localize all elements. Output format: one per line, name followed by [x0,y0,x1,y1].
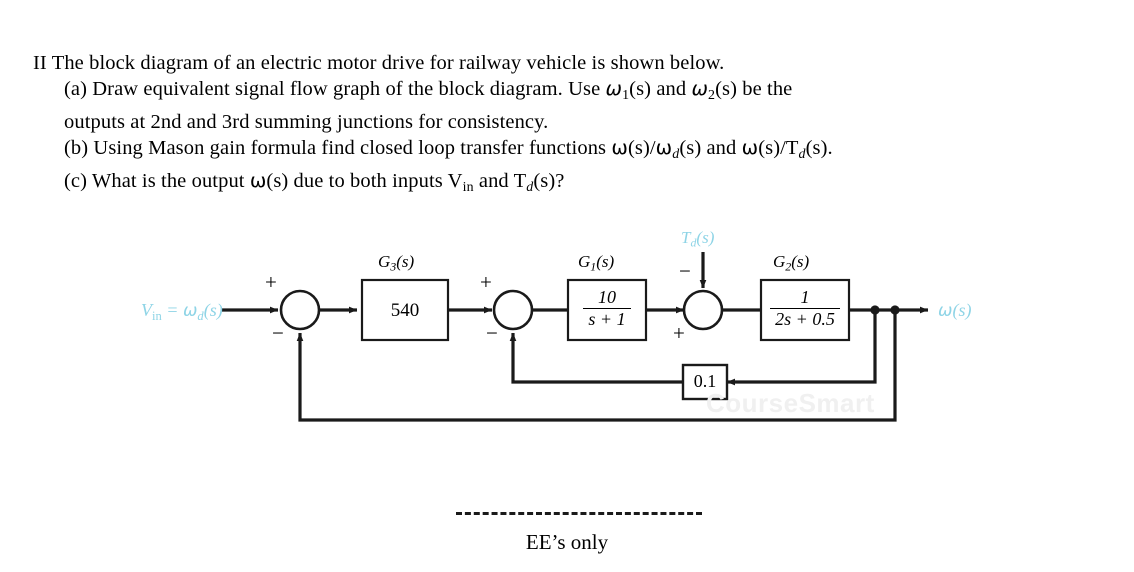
block-g1-denominator: s + 1 [583,308,631,329]
block-h [681,363,729,401]
problem-statement: II The block diagram of an electric moto… [33,50,1113,201]
block-g3 [360,278,450,342]
block-label-g1: G1(s) [578,252,615,274]
sum1-minus-sign: − [272,321,284,345]
block-diagram: Vin = ωd(s) ω(s) Td(s) G3(s) G1(s) G2(s)… [0,222,1134,462]
block-value-g3: 540 [390,300,420,321]
block-value-g1: 10 s + 1 [568,287,646,330]
sum1-plus-sign: + [265,270,277,294]
junction-dot-inner [870,305,880,315]
problem-line-part-a-1: (a) Draw equivalent signal flow graph of… [64,77,793,103]
block-label-g2: G2(s) [773,252,810,274]
block-g2-numerator: 1 [800,287,810,307]
diagram-output-label: ω(s) [938,300,972,321]
junction-dot-outer [890,305,900,315]
problem-line-intro: II The block diagram of an electric moto… [33,52,725,74]
wire-outer-feedback-to-sum1 [296,310,897,422]
summing-junction-1 [279,289,321,331]
summing-junction-2 [492,289,534,331]
footer-note: EE’s only [525,530,609,554]
problem-line-part-c: (c) What is the output ω(s) due to both … [64,168,565,195]
block-label-g3: G3(s) [378,252,415,274]
summing-junction-3 [682,289,724,331]
sum3-plus-sign: + [673,321,685,345]
diagram-input-label: Vin = ωd(s) [141,300,223,323]
footer-dashed-divider [456,512,702,515]
block-value-g2: 1 2s + 0.5 [761,287,849,330]
block-g1 [566,278,648,342]
sum3-minus-sign: − [679,259,691,283]
block-diagram-svg [222,252,929,422]
wire-inner-feedback-to-h [726,310,877,386]
problem-line-part-b: (b) Using Mason gain formula find closed… [64,135,833,162]
block-g2-denominator: 2s + 0.5 [770,308,840,329]
wire-h-to-sum2 [509,332,683,384]
sum2-minus-sign: − [486,321,498,345]
block-value-h: 0.1 [693,371,717,391]
problem-line-part-a-2: outputs at 2nd and 3rd summing junctions… [64,110,549,133]
sum2-plus-sign: + [480,270,492,294]
block-g2 [759,278,851,342]
diagram-disturbance-label: Td(s) [681,228,715,250]
block-g1-numerator: 10 [598,287,616,307]
